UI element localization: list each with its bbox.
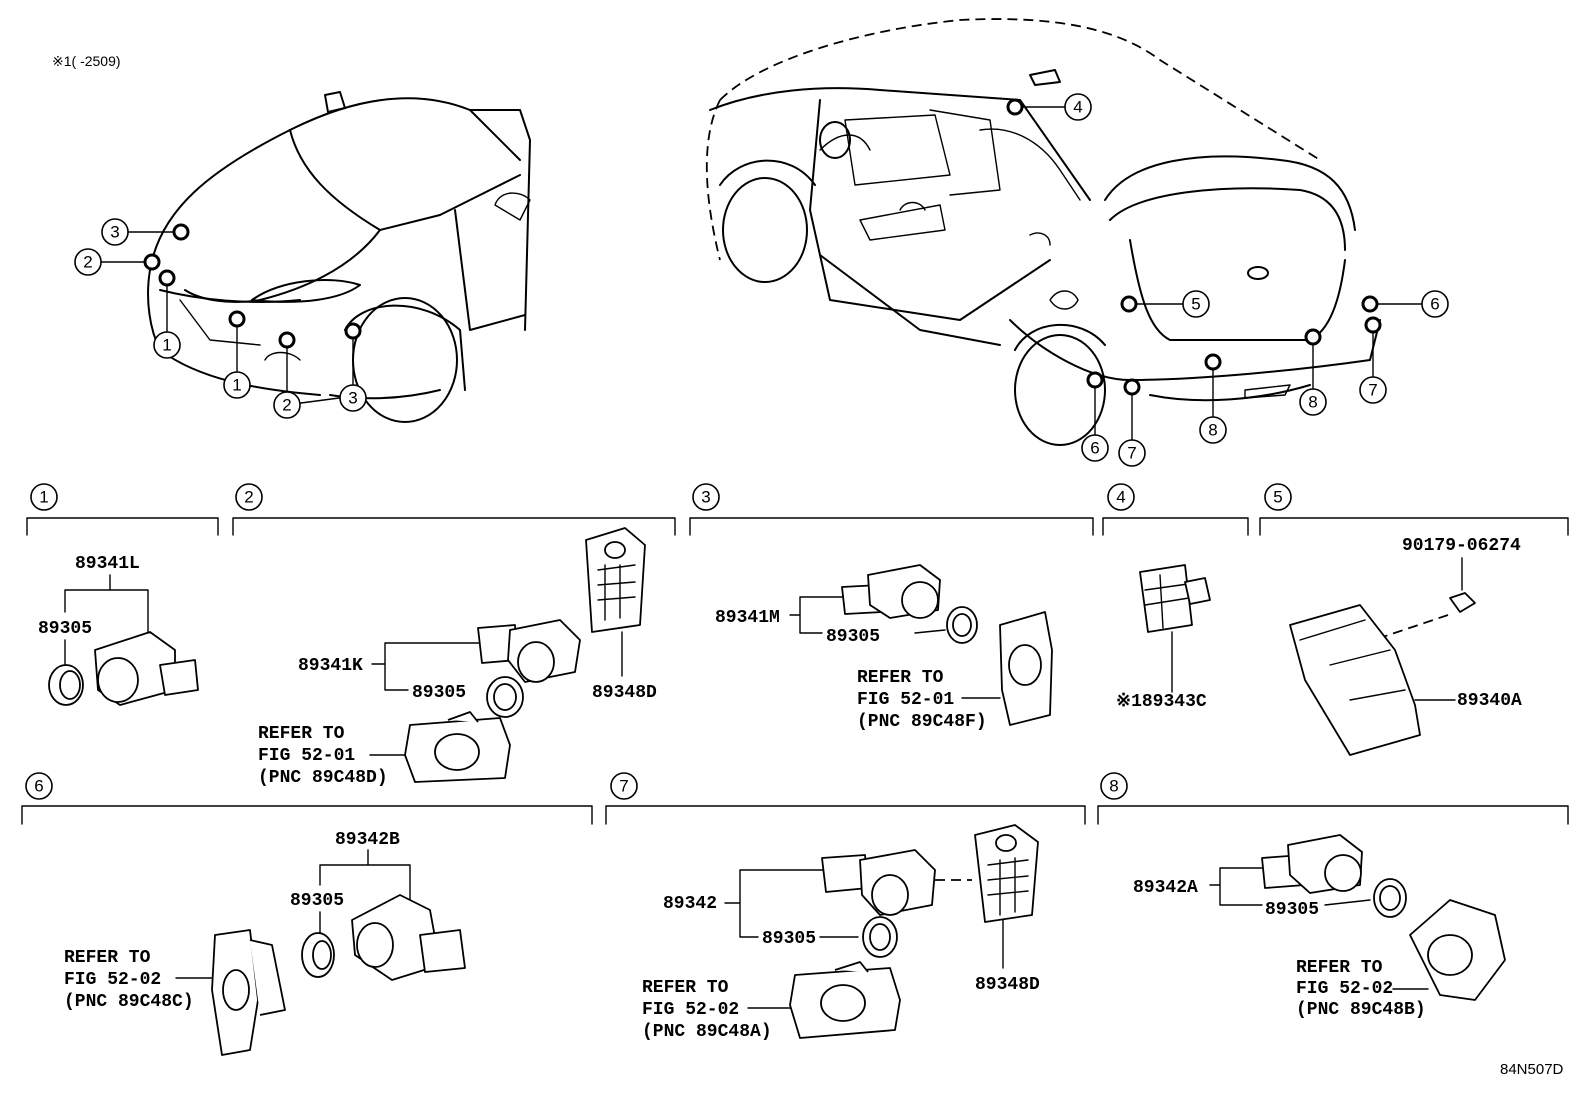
section-numbers: 1 2 3 4 5 6 7 8 <box>25 483 1292 800</box>
section-brackets-row2 <box>21 805 1569 825</box>
part-89305-label: 89305 <box>290 891 344 911</box>
refer-8-line2: FIG 52-02 <box>1296 979 1393 999</box>
refer-8-line3: (PNC 89C48B) <box>1296 1000 1426 1020</box>
section-3: 89341M 89305 REFER TO FIG 52-01 (PNC 89C… <box>715 564 1053 732</box>
part-89348D-label: 89348D <box>592 683 657 703</box>
rear-callout-4: 4 <box>1073 98 1082 117</box>
refer-7-line2: FIG 52-02 <box>642 1000 739 1020</box>
section-8: 89342A 89305 REFER TO FIG 52-02 (PNC 89C… <box>1133 834 1506 1020</box>
rear-callout-leaders <box>1021 106 1423 441</box>
front-callout-leaders <box>100 231 354 404</box>
rear-callout-6a: 6 <box>1430 295 1439 314</box>
front-callout-3b: 3 <box>348 389 357 408</box>
part-89305-label: 89305 <box>38 619 92 639</box>
rear-callout-8b: 8 <box>1308 393 1317 412</box>
refer-7-line1: REFER TO <box>642 978 729 998</box>
front-sensor-markers <box>143 223 362 349</box>
part-89348D-label: 89348D <box>975 975 1040 995</box>
rear-car-illustration <box>705 18 1381 446</box>
section-3-number: 3 <box>701 488 710 507</box>
diagram-code: 84N507D <box>1500 1061 1564 1078</box>
part-89343C-label: ※189343C <box>1116 692 1207 712</box>
front-callout-3a: 3 <box>110 223 119 242</box>
part-89342-label: 89342 <box>663 894 717 914</box>
refer-3-line2: FIG 52-01 <box>857 690 954 710</box>
front-callouts: 3 2 1 1 2 3 <box>74 218 367 419</box>
front-callout-2b: 2 <box>282 396 291 415</box>
part-89341K-label: 89341K <box>298 656 363 676</box>
section-5-number: 5 <box>1273 488 1282 507</box>
front-car-illustration <box>147 91 531 423</box>
refer-3-line1: REFER TO <box>857 668 944 688</box>
front-callout-2a: 2 <box>83 253 92 272</box>
section-4-number: 4 <box>1116 488 1125 507</box>
rear-callout-7a: 7 <box>1368 381 1377 400</box>
part-89342A-label: 89342A <box>1133 878 1198 898</box>
front-callout-1a: 1 <box>162 336 171 355</box>
refer-8-line1: REFER TO <box>1296 958 1383 978</box>
footnote-text: ※1( -2509) <box>52 53 121 69</box>
refer-6-line3: (PNC 89C48C) <box>64 992 194 1012</box>
part-89305-label: 89305 <box>826 627 880 647</box>
part-89305-label: 89305 <box>412 683 466 703</box>
section-6-number: 6 <box>34 777 43 796</box>
section-7-number: 7 <box>619 777 628 796</box>
refer-7-line3: (PNC 89C48A) <box>642 1022 772 1042</box>
part-89305-label: 89305 <box>762 929 816 949</box>
rear-callouts: 4 5 6 7 6 7 8 8 <box>1064 93 1449 467</box>
rear-callout-7b: 7 <box>1127 444 1136 463</box>
part-89340A-label: 89340A <box>1457 691 1522 711</box>
refer-3-line3: (PNC 89C48F) <box>857 712 987 732</box>
refer-6-line1: REFER TO <box>64 948 151 968</box>
refer-6-line2: FIG 52-02 <box>64 970 161 990</box>
section-5: 90179-06274 89340A <box>1289 536 1522 756</box>
part-89341L-label: 89341L <box>75 554 140 574</box>
rear-callout-6b: 6 <box>1090 439 1099 458</box>
part-89342B-label: 89342B <box>335 830 400 850</box>
section-brackets-row1 <box>26 517 1569 536</box>
front-callout-1b: 1 <box>232 376 241 395</box>
section-7: 89342 89305 89348D REFER TO FIG 52-02 (P… <box>642 824 1040 1042</box>
section-1: 89341L 89305 <box>38 554 199 706</box>
part-90179-06274-label: 90179-06274 <box>1402 536 1521 556</box>
part-89341M-label: 89341M <box>715 608 780 628</box>
section-4: ※189343C <box>1116 564 1211 712</box>
section-1-number: 1 <box>39 488 48 507</box>
refer-2-line3: (PNC 89C48D) <box>258 768 388 788</box>
section-8-number: 8 <box>1109 777 1118 796</box>
section-6: 89342B 89305 REFER TO FIG 52-02 (PNC 89C… <box>64 830 466 1056</box>
section-2-number: 2 <box>244 488 253 507</box>
rear-callout-5: 5 <box>1191 295 1200 314</box>
rear-sensor-markers <box>1006 98 1382 396</box>
section-2: 89341K 89305 89348D REFER TO FIG 52-01 (… <box>258 527 657 788</box>
refer-2-line2: FIG 52-01 <box>258 746 355 766</box>
part-89305-label: 89305 <box>1265 900 1319 920</box>
refer-2-line1: REFER TO <box>258 724 345 744</box>
rear-callout-8a: 8 <box>1208 421 1217 440</box>
